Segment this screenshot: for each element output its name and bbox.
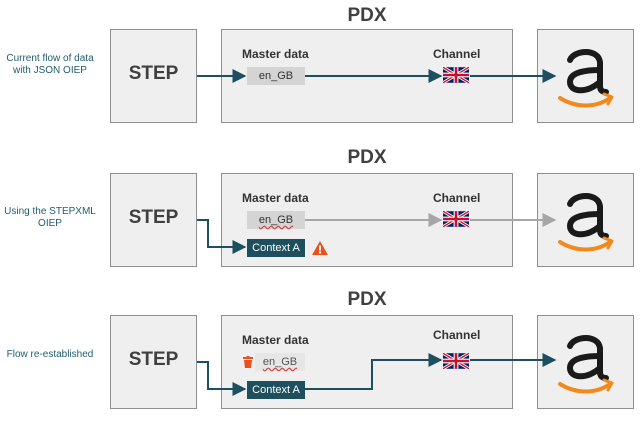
locale-en-gb: en_GB — [255, 353, 305, 371]
step-box: STEP — [110, 29, 197, 123]
flow-arrows — [197, 353, 557, 396]
master-data-label: Master data — [242, 191, 309, 205]
flow-arrows — [197, 213, 557, 254]
flow-arrows — [197, 69, 557, 83]
arrow-step-to-context — [197, 361, 247, 396]
locale-en-gb: en_GB — [247, 211, 305, 229]
step-box: STEP — [110, 315, 197, 409]
warning-icon — [312, 241, 328, 255]
context-a: Context A — [247, 239, 305, 257]
locale-label: en_GB — [258, 214, 294, 226]
step-label: STEP — [128, 63, 179, 84]
pdx-title: PDX — [347, 147, 387, 168]
locale-label: en_GB — [262, 356, 298, 368]
channel-label: Channel — [433, 328, 481, 342]
flow-row-current: Current flow of data with JSON OIEP PDX … — [0, 0, 643, 140]
channel-label: Channel — [433, 191, 481, 205]
locale-en-gb: en_GB — [247, 67, 305, 85]
locale-label: en_GB — [258, 70, 294, 82]
row-label: Current flow of data with JSON OIEP — [6, 53, 94, 76]
row-label: Using the STEPXML OIEP — [4, 206, 96, 229]
step-label: STEP — [128, 207, 179, 228]
master-data-label: Master data — [242, 333, 309, 347]
flow-row-stepxml: Using the STEPXML OIEP PDX STEP Master d… — [0, 142, 643, 282]
channel-label: Channel — [433, 47, 481, 61]
pdx-title: PDX — [347, 5, 387, 26]
pdx-title: PDX — [347, 289, 387, 310]
row-label: Flow re-established — [6, 349, 94, 360]
step-box: STEP — [110, 173, 197, 267]
pdx-box: Master data Channel en_GB Context A — [221, 315, 513, 409]
context-a: Context A — [247, 381, 305, 399]
arrow-step-to-context — [197, 219, 247, 254]
context-label: Context A — [252, 242, 300, 254]
master-data-label: Master data — [242, 47, 309, 61]
trash-icon — [243, 356, 253, 368]
arrow-context-to-channel — [305, 353, 443, 390]
step-label: STEP — [128, 349, 179, 370]
flow-row-reestablished: Flow re-established PDX STEP Master data… — [0, 284, 643, 424]
context-label: Context A — [252, 384, 300, 396]
